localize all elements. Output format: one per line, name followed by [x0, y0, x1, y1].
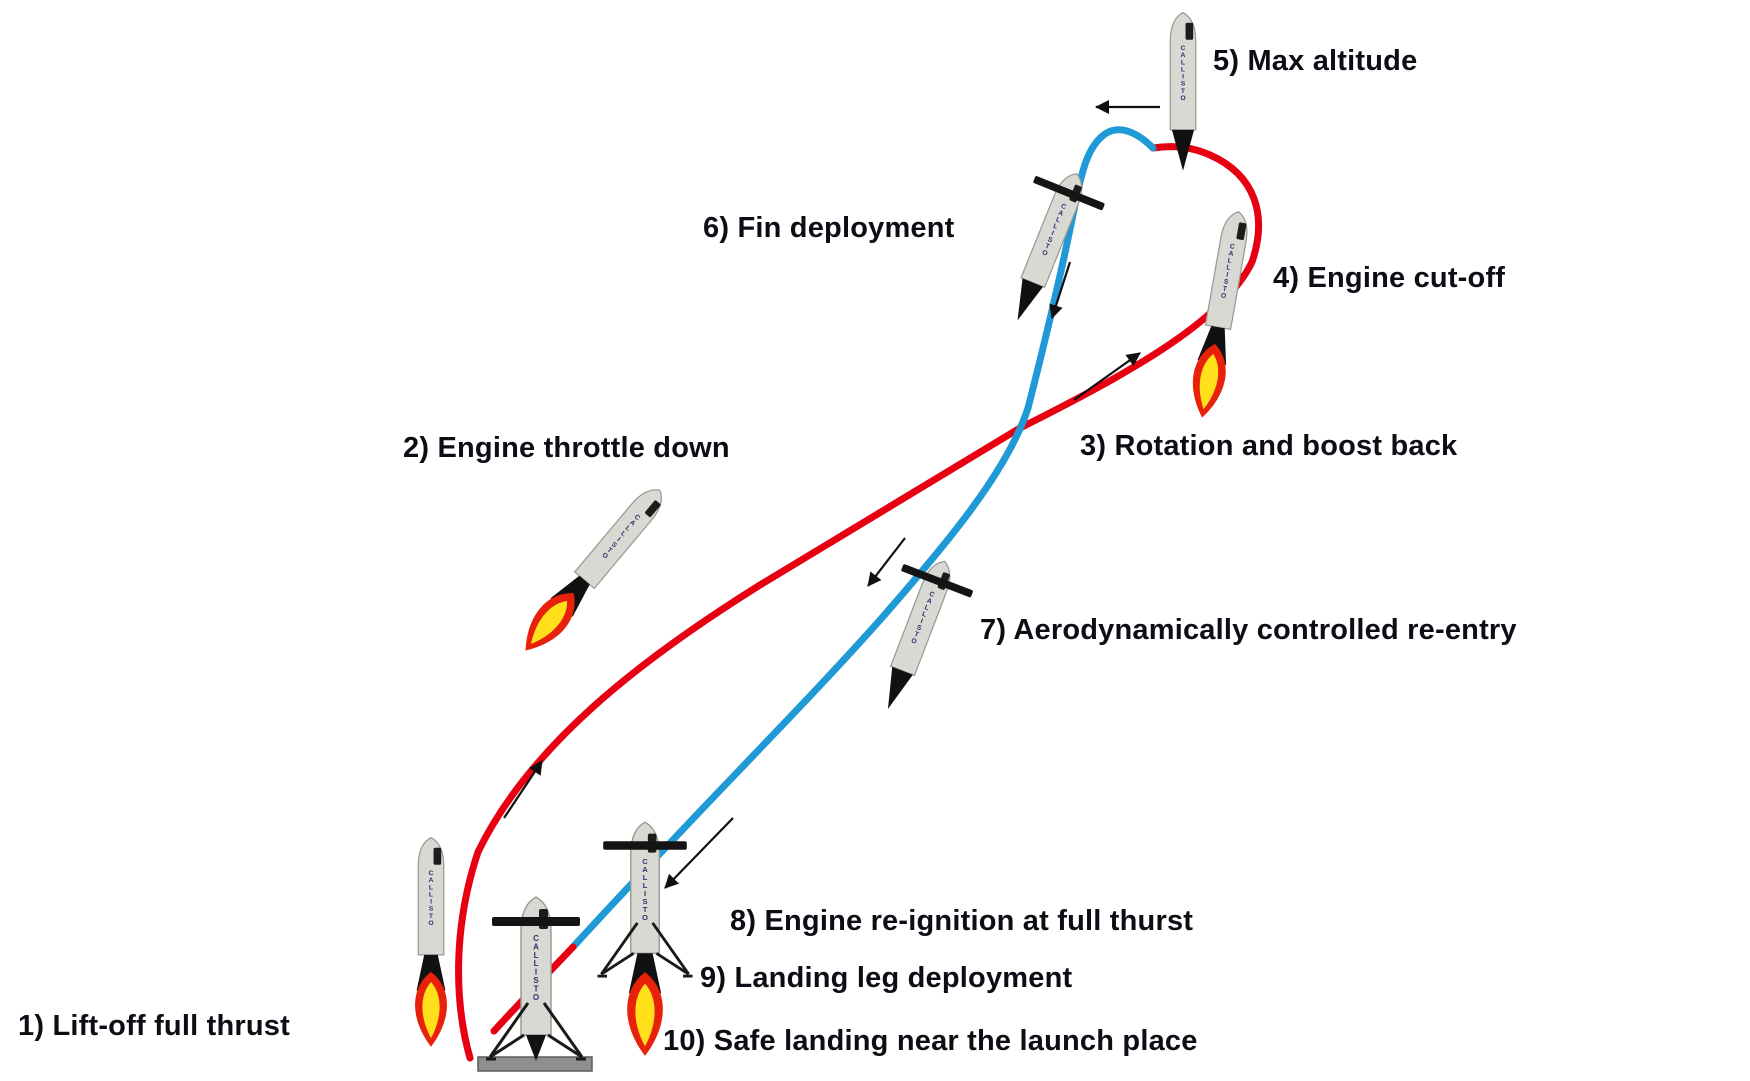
step-label-9: 9) Landing leg deployment	[700, 962, 1073, 994]
arrow-final-descent-icon	[664, 817, 734, 889]
rocket-reentry: CALLISTO	[877, 556, 974, 713]
arrow-ascent-upper-icon	[1073, 352, 1141, 401]
step-label-3: 3) Rotation and boost back	[1080, 430, 1458, 462]
step-label-7: 7) Aerodynamically controlled re-entry	[980, 614, 1517, 646]
arrow-fin-descent-icon	[1049, 261, 1072, 319]
rocket-name-label: CALLISTO	[1220, 243, 1235, 300]
rocket-ascent: CALLISTO	[513, 481, 671, 661]
rocket-name-label: CALLISTO	[600, 513, 641, 560]
step-label-4: 4) Engine cut-off	[1273, 262, 1506, 294]
arrow-reentry-icon	[867, 537, 906, 587]
trajectory-ascent-red	[455, 143, 1263, 1062]
arrow-ascent-lower-icon	[503, 760, 543, 819]
direction-arrows	[503, 100, 1160, 889]
step-label-2: 2) Engine throttle down	[403, 432, 730, 464]
rocket-name-label: CALLISTO	[910, 591, 936, 646]
step-label-5: 5) Max altitude	[1213, 45, 1418, 77]
step-label-1: 1) Lift-off full thrust	[18, 1010, 290, 1042]
rocket-name-label: CALLISTO	[1041, 203, 1068, 258]
rocket-engine-cutoff: CALLISTO	[1186, 208, 1252, 421]
rocket-fin-deployment: CALLISTO	[1007, 168, 1106, 325]
step-label-10: 10) Safe landing near the launch place	[663, 1025, 1198, 1057]
step-label-6: 6) Fin deployment	[703, 212, 955, 244]
trajectory-descent-blue	[569, 126, 1157, 951]
step-label-8: 8) Engine re-ignition at full thurst	[730, 905, 1194, 937]
